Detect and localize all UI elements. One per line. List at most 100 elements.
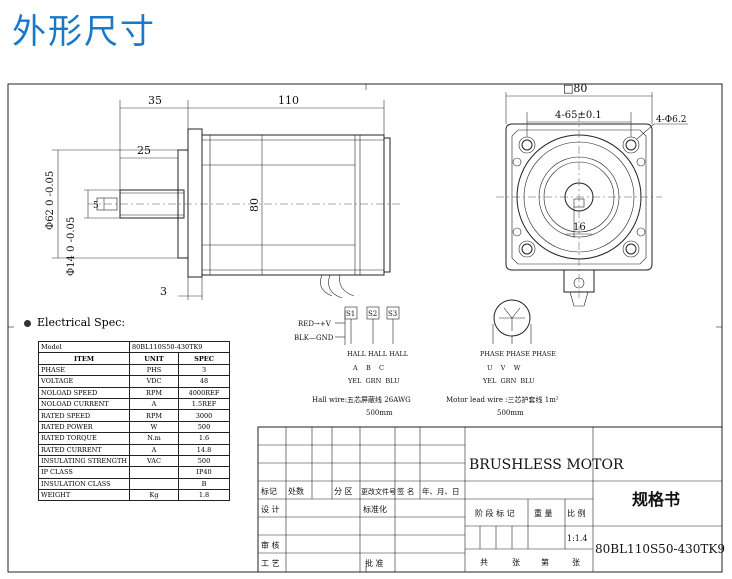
hall-s3: S3 [388,310,397,318]
tb-gong: 共 [480,558,488,567]
product-name: BRUSHLESS MOTOR [469,457,624,473]
row-item: RATED TORQUE [37,432,131,445]
tb-bili: 比 例 [567,508,586,518]
hall-wire-length: 500mm [366,409,393,417]
row-spec: 1.5REF [178,397,231,411]
side-view [52,100,400,300]
spec-heading: Electrical Spec: [24,316,125,329]
phase-row-1: PHASE PHASE PHASE [480,350,556,358]
wire-red-label: RED→+V [298,320,332,328]
dim-holes: 4-Φ6.2 [656,115,686,125]
row-unit: RPM [129,409,180,422]
model-row: Model 80BL110S50-430TK9 [37,340,231,354]
tb-zhang-2: 张 [572,558,580,567]
tb-fenqu: 分 区 [334,487,353,496]
row-spec: 4000REF [178,386,231,399]
tb-biaoji: 标记 [261,486,277,496]
row-spec: 3000 [178,409,231,422]
row-spec: 1.6 [178,432,231,445]
dim-110: 110 [278,94,299,107]
electrical-spec-table: Model 80BL110S50-430TK9 ITEM UNIT SPEC P… [37,340,231,502]
tb-shenhe: 审 核 [261,540,280,550]
wire-blk-label: BLK—GND [294,334,334,342]
row-spec: B [178,477,231,491]
tb-jieduan: 阶 段 标 记 [475,508,515,518]
tb-chushu: 处数 [288,486,304,496]
tb-date: 年、月、日 [422,486,460,496]
phase-row-3: YEL GRN BLU [482,377,535,385]
row-item: RATED POWER [37,420,131,434]
col-spec: SPEC [178,352,231,365]
tb-sheji: 设 计 [261,504,280,514]
row-spec: 500 [178,420,231,434]
title-block [257,426,723,573]
row-unit: W [129,420,180,434]
row-item: VOLTAGE [37,375,131,388]
dim-25: 25 [137,144,151,157]
row-unit [129,466,180,479]
hall-row-1: HALL HALL HALL [347,350,409,358]
model-label: Model [37,340,131,354]
row-unit [129,477,180,491]
hall-s1: S1 [346,310,355,318]
row-unit: VAC [129,454,180,468]
table-row: INSULATION CLASS B [37,477,231,491]
row-item: RATED CURRENT [37,443,131,456]
model-value: 80BL110S50-430TK9 [129,340,231,354]
row-item: NOLOAD SPEED [37,386,131,399]
row-item: NOLOAD CURRENT [37,397,131,411]
tb-zhang-1: 张 [512,558,520,567]
hall-wire-spec: Hall wire:五芯屏蔽线 26AWG [312,395,411,404]
header-row: ITEM UNIT SPEC [37,352,231,365]
dim-35: 35 [148,94,162,107]
hall-s2: S2 [368,310,377,318]
wiring-diagram [335,299,532,345]
dim-square-80: □80 [563,82,587,95]
row-spec: 3 [178,363,231,377]
tb-genggai: 更改文件号 [361,487,396,496]
row-spec: 14.8 [178,443,231,456]
row-unit: A [129,397,180,411]
phase-row-2: U V W [487,364,521,372]
row-item: PHASE [37,363,131,377]
row-unit: RPM [129,386,180,399]
row-spec: 1.8 [178,489,231,502]
col-item: ITEM [37,352,131,365]
col-unit: UNIT [129,352,180,365]
dim-3: 3 [160,285,167,298]
row-unit: Kg [129,489,180,502]
dim-key-width: 16 [573,222,586,233]
row-item: INSULATION CLASS [37,477,131,491]
front-view [496,92,688,307]
dim-80-height: 80 [248,198,261,212]
row-unit: A [129,443,180,456]
scale-value: 1:1.4 [567,534,588,543]
tb-gongyi: 工 艺 [261,559,280,568]
dim-pilot-diameter: Φ62 0 -0.05 [45,171,56,230]
part-number: 80BL110S50-430TK9 [595,542,725,556]
row-spec: 48 [178,375,231,388]
hall-row-3: YEL GRN BLU [347,377,400,385]
row-item: IP CLASS [37,466,131,479]
dim-shaft-diameter: Φ14 0 -0.05 [66,217,77,276]
row-unit: VDC [129,375,180,388]
tb-pizhun: 批 准 [365,558,384,568]
dim-pcd: 4-65±0.1 [555,110,602,121]
dim-5: 5 [93,201,99,211]
bullet-icon [24,319,31,327]
tb-zhongliang: 重 量 [534,508,553,518]
row-spec: 500 [178,454,231,468]
page-title: 外形尺寸 [12,12,156,52]
